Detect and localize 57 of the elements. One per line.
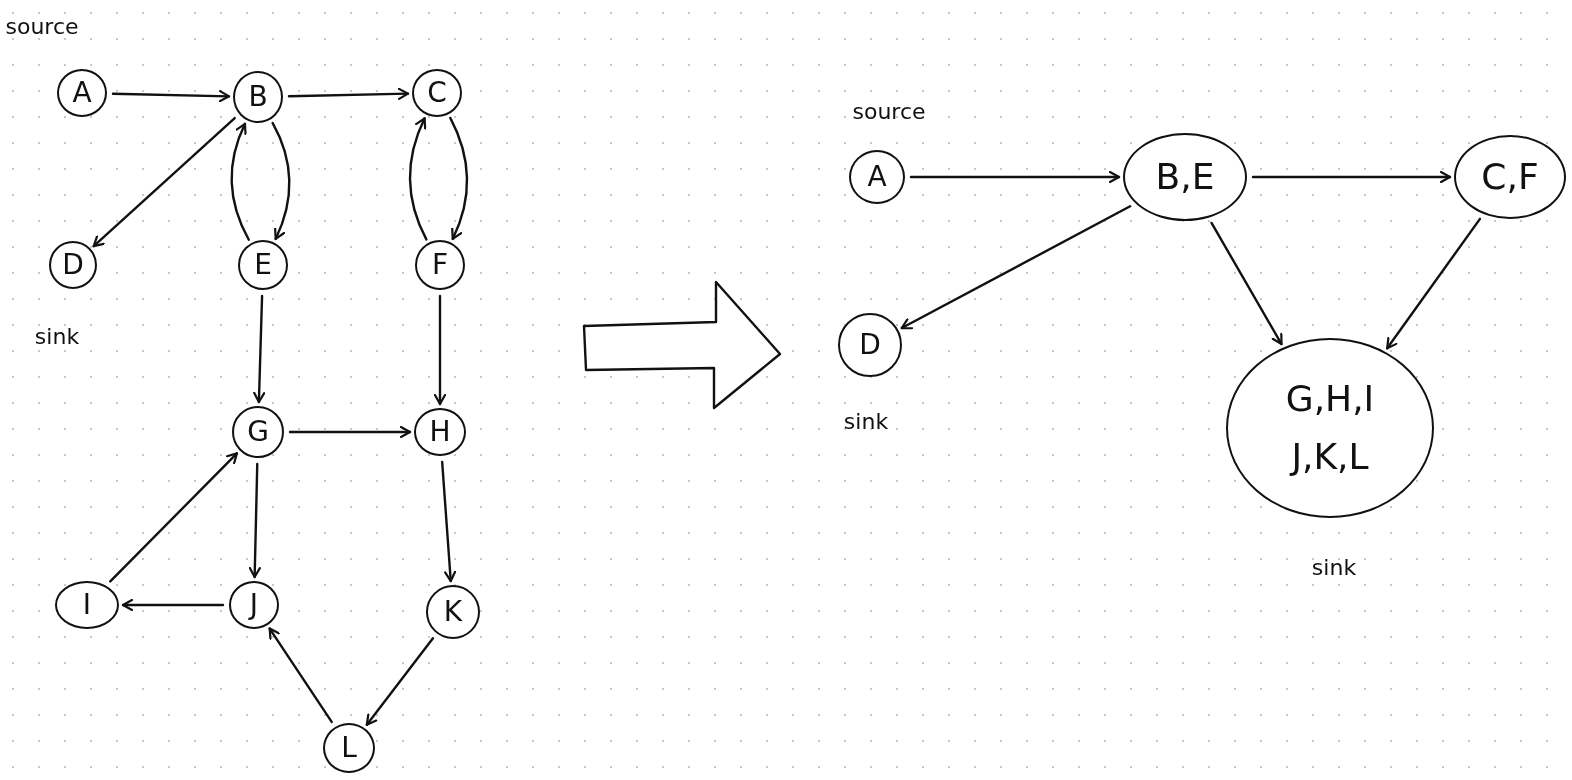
node-label: I xyxy=(82,591,92,619)
node-label: D xyxy=(62,251,84,279)
arrow xyxy=(900,205,1132,330)
node-circle xyxy=(232,406,284,458)
arrow xyxy=(230,122,250,241)
node-annotation: source xyxy=(852,101,926,123)
arrow xyxy=(408,117,428,241)
arrow xyxy=(111,90,231,103)
node-circle xyxy=(849,150,905,204)
node-circle xyxy=(238,240,288,290)
node-circle xyxy=(414,408,466,456)
arrow xyxy=(449,116,469,241)
arrow xyxy=(433,294,447,406)
node-annotation: sink xyxy=(34,326,80,348)
arrow xyxy=(1210,221,1283,346)
arrow xyxy=(1385,217,1482,350)
arrow xyxy=(109,452,239,583)
node-circle xyxy=(233,71,283,123)
node-label: K xyxy=(443,598,463,626)
node-label: G xyxy=(247,418,269,446)
arrow xyxy=(92,116,236,248)
node-circle xyxy=(49,241,97,289)
arrow xyxy=(909,170,1121,184)
node-label: E xyxy=(254,251,272,279)
node-circle xyxy=(229,581,279,629)
node-annotation: sink xyxy=(1311,557,1357,579)
node-label: G,H,I J,K,L xyxy=(1284,377,1376,479)
node-circle xyxy=(415,240,465,290)
arrow xyxy=(253,294,266,404)
node-circle xyxy=(412,69,462,117)
arrow xyxy=(248,462,261,579)
arrow xyxy=(287,87,410,100)
node-circle xyxy=(838,313,902,377)
node-label: C xyxy=(427,79,447,107)
node-label: F xyxy=(431,251,449,279)
node-circle xyxy=(57,69,107,117)
node-label: H xyxy=(429,418,451,446)
node-label: L xyxy=(341,734,357,762)
node-label: C,F xyxy=(1480,155,1540,199)
node-label: A xyxy=(72,79,92,107)
arrow xyxy=(268,627,333,724)
node-label: B xyxy=(248,83,268,111)
node-label: B,E xyxy=(1154,155,1216,199)
node-circle xyxy=(323,723,375,773)
arrow xyxy=(121,598,225,612)
arrow xyxy=(271,121,291,241)
node-label: J xyxy=(249,591,259,619)
node-annotation: sink xyxy=(843,411,889,433)
node-circle xyxy=(426,585,480,639)
node-annotation: source xyxy=(5,16,79,38)
arrow xyxy=(288,425,412,439)
arrow xyxy=(1251,170,1452,184)
node-label: D xyxy=(859,331,881,359)
arrow xyxy=(365,637,435,726)
arrow xyxy=(440,460,457,583)
node-circle xyxy=(55,581,119,629)
node-label: A xyxy=(867,163,887,191)
